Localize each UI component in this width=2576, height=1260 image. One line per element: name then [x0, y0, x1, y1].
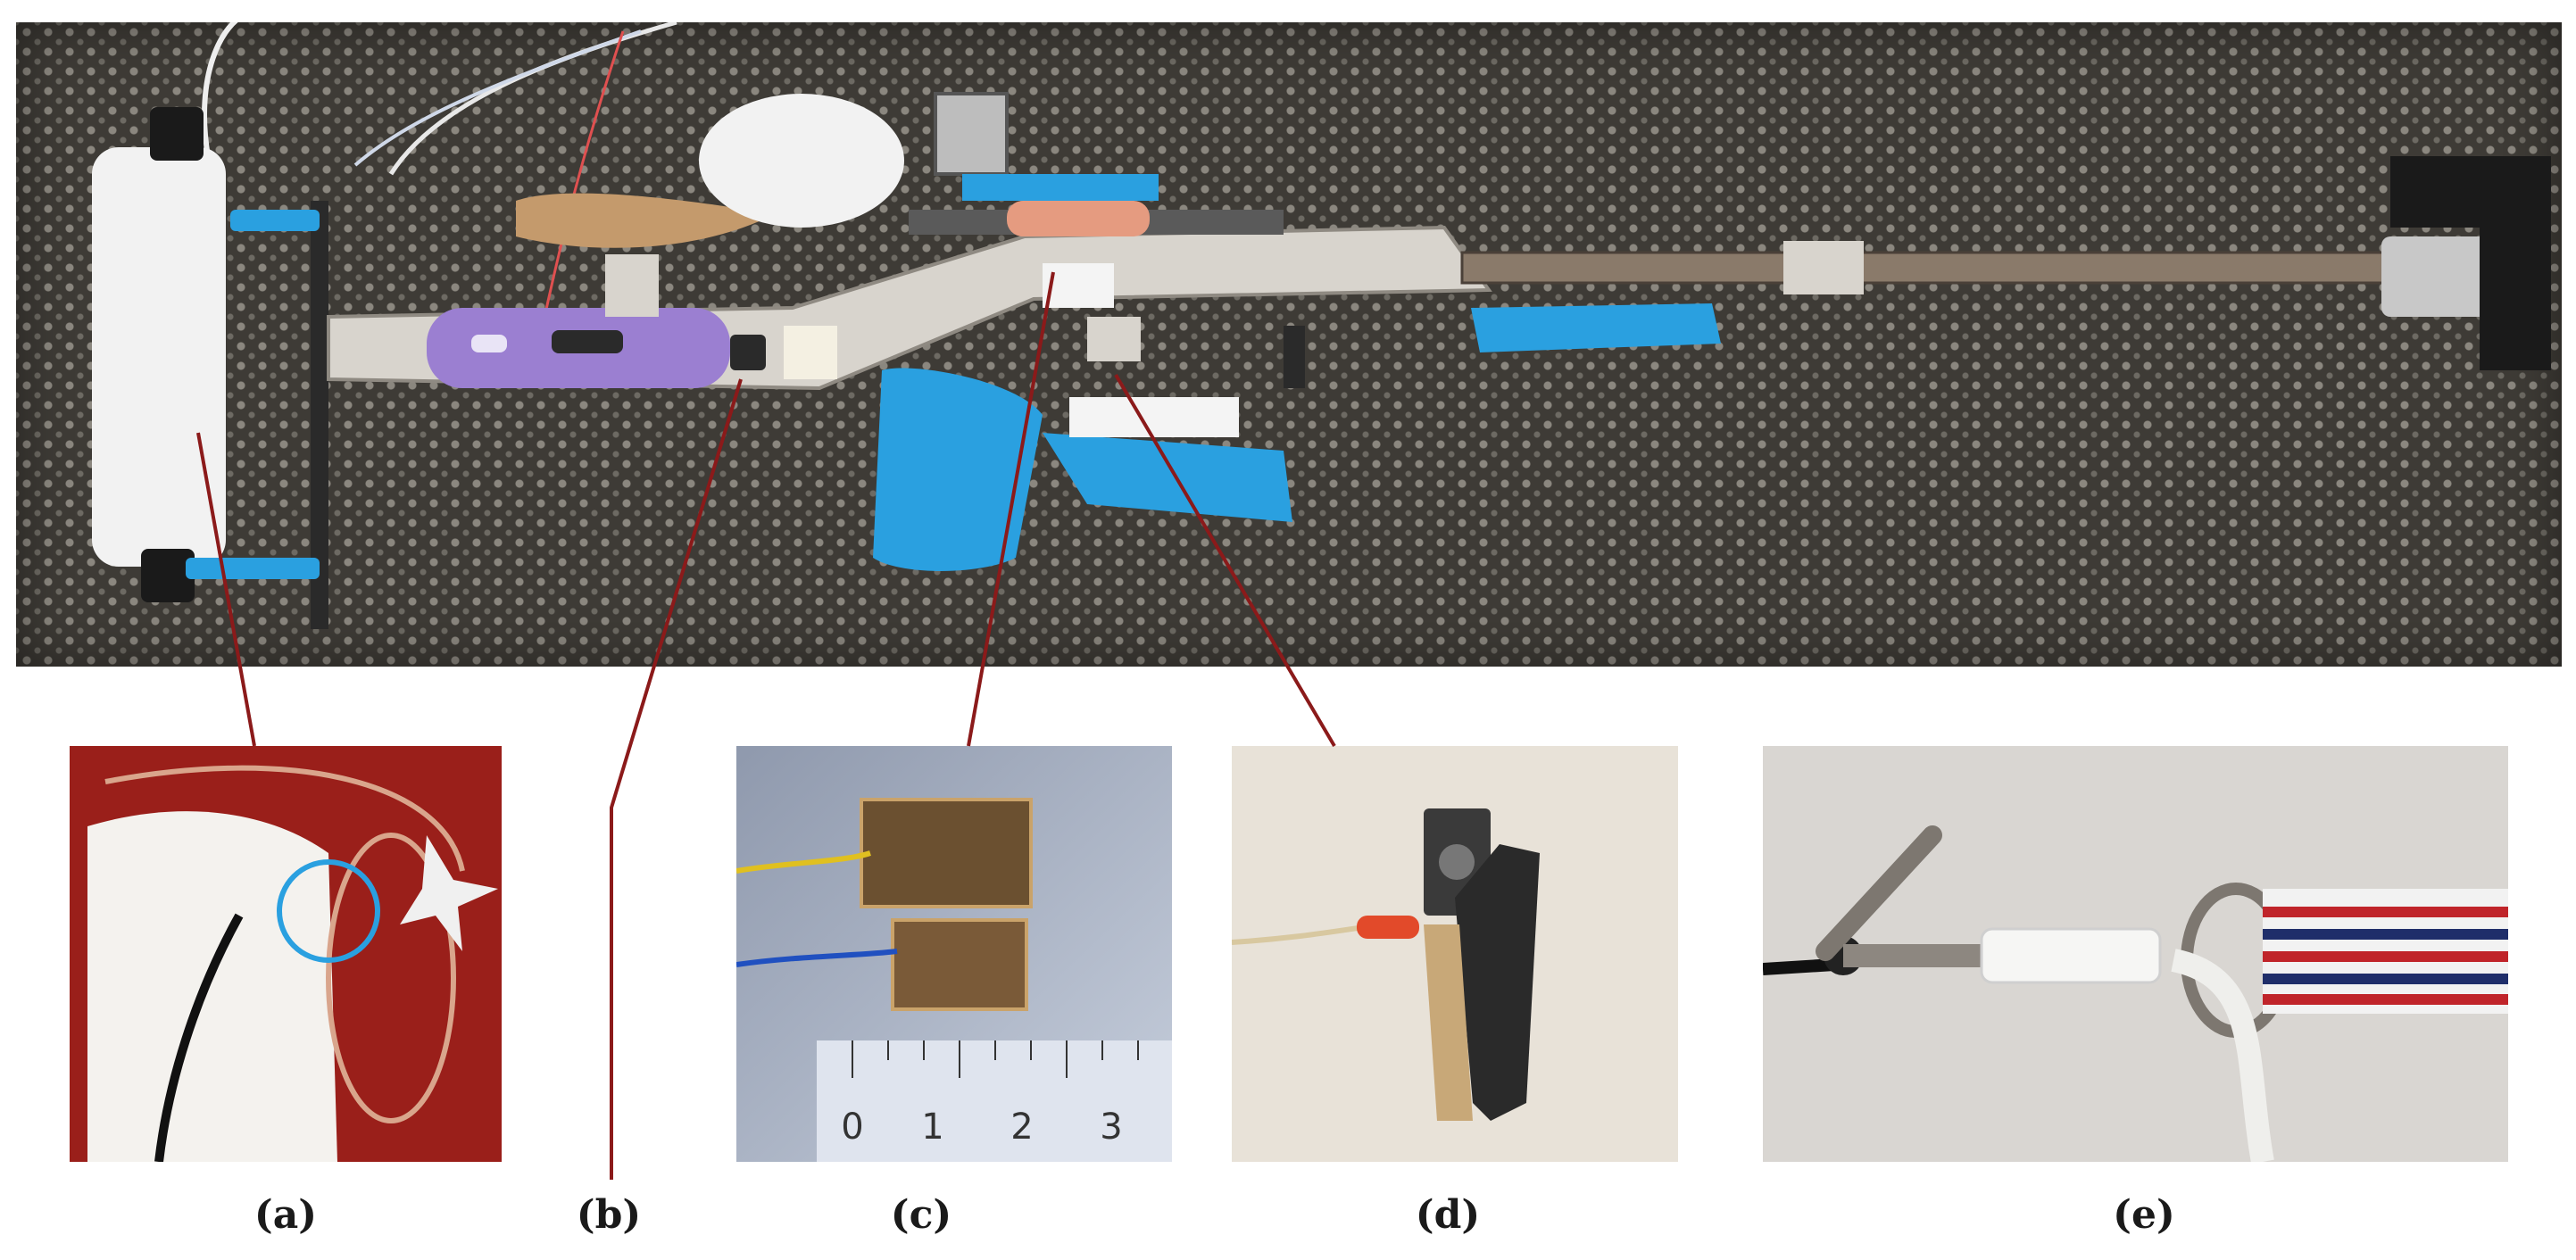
highlight-circle	[277, 859, 380, 963]
label-a: (a)	[253, 1192, 318, 1238]
barrel	[1460, 251, 2428, 285]
label-b: (b)	[576, 1192, 642, 1238]
label-e: (e)	[2113, 1192, 2175, 1238]
trigger-blade	[1455, 844, 1540, 1121]
ruler-tick-1: 1	[921, 1107, 943, 1148]
inset-e-photo	[1763, 746, 2508, 1162]
label-c: (c)	[890, 1192, 952, 1238]
label-d: (d)	[1415, 1192, 1481, 1238]
inset-d-photo	[1232, 746, 1678, 1162]
ruler-tick-3: 3	[1100, 1107, 1122, 1148]
sensor-pouch	[92, 147, 226, 567]
rifle-illustration	[92, 11, 2551, 629]
inset-a-photo	[70, 746, 502, 1162]
ruler-tick-0: 0	[841, 1107, 863, 1148]
printed-grip	[873, 368, 1043, 571]
main-photo	[16, 11, 2562, 667]
ruler-tick-2: 2	[1010, 1107, 1033, 1148]
inset-c-photo: 0 1 2 3	[736, 746, 1172, 1162]
